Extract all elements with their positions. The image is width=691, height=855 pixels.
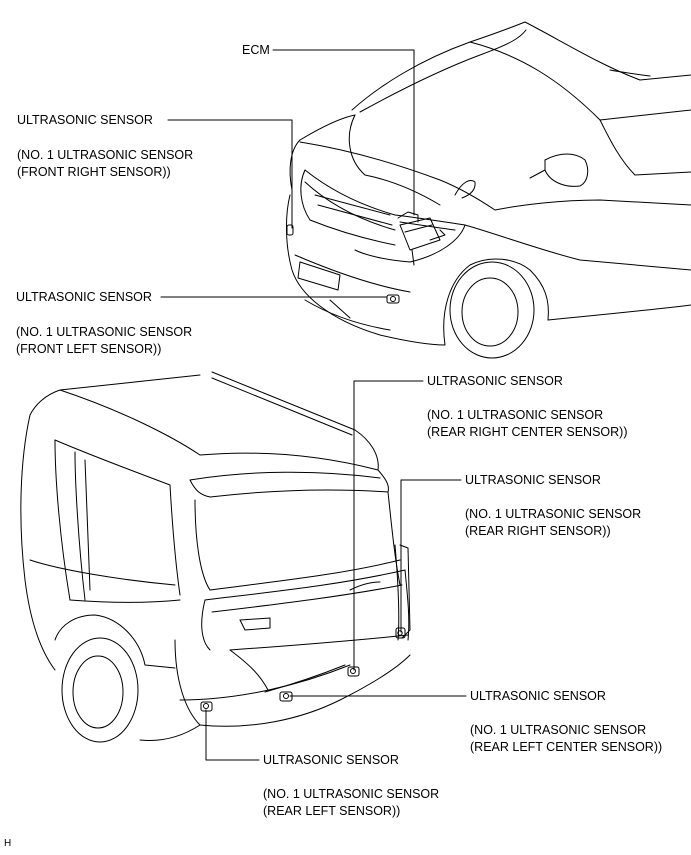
rear-right-center-sensor-label: ULTRASONIC SENSOR xyxy=(427,373,563,390)
rear-left-sensor-desc: (NO. 1 ULTRASONIC SENSOR (REAR LEFT SENS… xyxy=(263,786,439,820)
rear-left-center-sensor-line1: (NO. 1 ULTRASONIC SENSOR xyxy=(470,723,647,737)
rear-left-center-sensor-title: ULTRASONIC SENSOR xyxy=(470,689,606,703)
rear-right-sensor-desc: (NO. 1 ULTRASONIC SENSOR (REAR RIGHT SEN… xyxy=(465,506,641,540)
front-vehicle-drawing xyxy=(285,21,691,359)
rear-right-sensor-label: ULTRASONIC SENSOR xyxy=(465,472,601,489)
front-left-sensor-title: ULTRASONIC SENSOR xyxy=(16,290,152,304)
front-left-sensor-line2: (FRONT LEFT SENSOR)) xyxy=(16,342,162,356)
front-right-sensor-line2: (FRONT RIGHT SENSOR)) xyxy=(17,165,171,179)
rear-left-center-sensor-line2: (REAR LEFT CENTER SENSOR)) xyxy=(470,740,663,754)
rear-right-center-sensor-desc: (NO. 1 ULTRASONIC SENSOR (REAR RIGHT CEN… xyxy=(427,407,627,441)
rear-right-sensor-line2: (REAR RIGHT SENSOR)) xyxy=(465,524,611,538)
front-leader-lines xyxy=(160,49,415,298)
rear-right-center-sensor-line1: (NO. 1 ULTRASONIC SENSOR xyxy=(427,408,604,422)
front-right-sensor-label: ULTRASONIC SENSOR xyxy=(17,112,153,129)
rear-leader-lines xyxy=(205,380,467,761)
rear-left-sensor-label: ULTRASONIC SENSOR xyxy=(263,752,399,769)
rear-right-center-sensor-line2: (REAR RIGHT CENTER SENSOR)) xyxy=(427,425,628,439)
front-right-sensor-desc: (NO. 1 ULTRASONIC SENSOR (FRONT RIGHT SE… xyxy=(17,147,193,181)
front-right-sensor-title: ULTRASONIC SENSOR xyxy=(17,113,153,127)
rear-left-center-sensor-desc: (NO. 1 ULTRASONIC SENSOR (REAR LEFT CENT… xyxy=(470,722,662,756)
rear-left-sensor-line1: (NO. 1 ULTRASONIC SENSOR xyxy=(263,787,440,801)
rear-right-sensor-title: ULTRASONIC SENSOR xyxy=(465,473,601,487)
rear-right-sensor-line1: (NO. 1 ULTRASONIC SENSOR xyxy=(465,507,642,521)
rear-vehicle-drawing xyxy=(20,371,411,743)
front-left-sensor-desc: (NO. 1 ULTRASONIC SENSOR (FRONT LEFT SEN… xyxy=(16,324,192,358)
front-left-sensor-label: ULTRASONIC SENSOR xyxy=(16,289,152,306)
ecm-title: ECM xyxy=(242,43,270,57)
rear-right-center-sensor-title: ULTRASONIC SENSOR xyxy=(427,374,563,388)
rear-left-sensor-line2: (REAR LEFT SENSOR)) xyxy=(263,804,401,818)
front-left-sensor-line1: (NO. 1 ULTRASONIC SENSOR xyxy=(16,325,193,339)
rear-left-center-sensor-label: ULTRASONIC SENSOR xyxy=(470,688,606,705)
rear-left-sensor-title: ULTRASONIC SENSOR xyxy=(263,753,399,767)
footer-code: H xyxy=(4,838,12,849)
ecm-label: ECM xyxy=(242,42,270,59)
front-right-sensor-line1: (NO. 1 ULTRASONIC SENSOR xyxy=(17,148,194,162)
